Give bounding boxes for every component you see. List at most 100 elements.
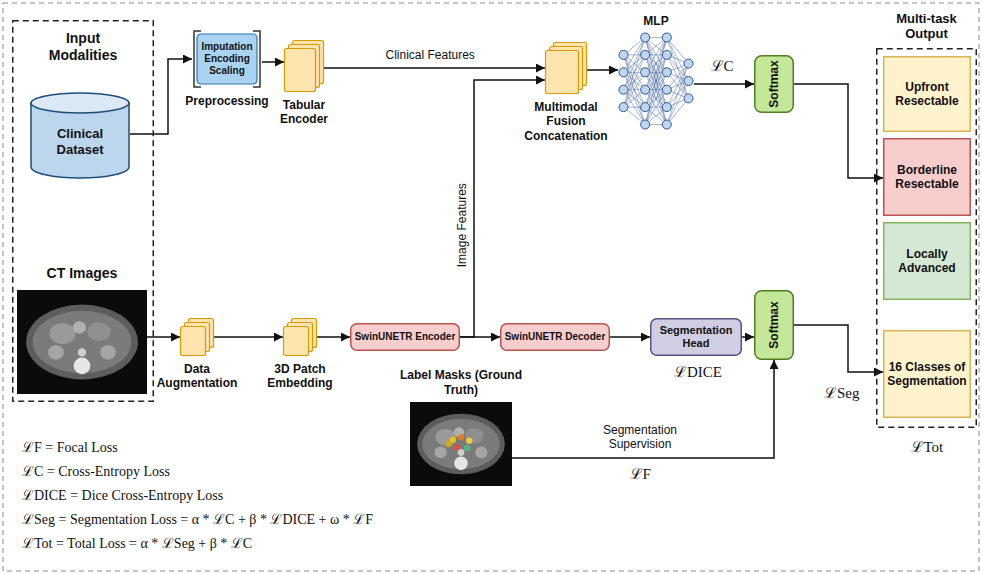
augmentation-icon: Data Augmentation: [180, 318, 214, 356]
ct-image-part: [87, 322, 110, 341]
label-mask-image-part: [410, 402, 512, 486]
fusion-icon-part: [546, 51, 579, 94]
class-box: 16 Classes of Segmentation: [883, 330, 971, 418]
label-mask-image-part: [454, 444, 460, 450]
connector-arrow: [147, 336, 180, 338]
mlp-network-part: [662, 68, 671, 77]
loss-symbol: ℒTot: [911, 438, 944, 456]
input-group: Clinical DatasetCT ImagesInput Modalitie…: [12, 20, 154, 402]
decoder-box-part: [501, 324, 610, 351]
clinical-dataset-cylinder-text: Clinical Dataset: [38, 126, 122, 157]
label-mask-image-part: [434, 447, 446, 459]
ct-image-part: [17, 290, 147, 394]
edge-label: Segmentation Supervision: [588, 423, 692, 452]
ct-image-part: [26, 305, 138, 380]
ct-image-part: [74, 358, 91, 375]
ct-image-part: [78, 348, 86, 356]
patch-embedding-icon-text: 3D Patch Embedding: [258, 362, 342, 391]
softmax-box-part: [755, 56, 794, 113]
ct-image: CT Images: [17, 290, 147, 394]
output-group: Upfront ResectableBorderline ResectableL…: [876, 48, 977, 428]
label-mask-image: Label Masks (Ground Truth): [410, 402, 512, 486]
connector-arrow: [460, 80, 545, 337]
label-mask-image-part: [475, 447, 487, 459]
mlp-network-part: [619, 103, 628, 112]
ct-image-part: [48, 345, 64, 360]
mlp-network-part: [624, 55, 646, 107]
edge-label: Clinical Features: [384, 48, 477, 62]
loss-definition: ℒDICE = Dice Cross-Entropy Loss: [22, 488, 223, 505]
label-mask-image-part: [417, 414, 505, 474]
mlp-network-part: [641, 120, 650, 129]
label-mask-image-part: [458, 434, 464, 440]
patch-embedding-icon: 3D Patch Embedding: [283, 318, 317, 356]
label-mask-image-part: [446, 441, 452, 447]
segmentation-head-box: Segmentation Head: [650, 318, 742, 356]
class-box: Upfront Resectable: [883, 56, 971, 132]
connector-arrow: [794, 325, 883, 372]
softmax-box: Softmax: [754, 290, 794, 360]
ct-image-part: [100, 345, 116, 360]
mlp-network-part: [662, 120, 671, 129]
mlp-network-part: [619, 85, 628, 94]
mlp-network-part: [684, 94, 693, 103]
label-mask-image-part: [464, 445, 470, 451]
input-group-part: [13, 21, 154, 402]
augmentation-icon-part: [181, 327, 206, 356]
mlp-network-part: [641, 103, 650, 112]
loss-definition: ℒF = Focal Loss: [22, 440, 118, 457]
mlp-network-shape: [618, 32, 694, 130]
class-box-part: [884, 223, 971, 300]
class-box-part: [884, 57, 971, 132]
label-mask-image-part: [466, 437, 472, 443]
encoder-box-part: [351, 324, 460, 351]
loss-definition: ℒC = Cross-Entropy Loss: [22, 464, 170, 481]
mlp-network-part: [662, 50, 671, 59]
class-box-text: Locally Advanced: [886, 247, 968, 276]
preprocessing-box-part: [197, 34, 257, 84]
loss-definition: ℒSeg = Segmentation Loss = α * ℒC + β * …: [22, 512, 373, 529]
fusion-icon-shape: [545, 42, 587, 94]
softmax-box-text: Softmax: [767, 301, 781, 348]
mlp-network-part: [619, 50, 628, 59]
decoder-box-text: SwinUNETR Decoder: [504, 331, 606, 343]
ct-image-part: [73, 321, 86, 333]
edge-label: Image Features: [455, 181, 469, 269]
augmentation-icon-text: Data Augmentation: [154, 362, 240, 391]
output-group-text: Multi-task Output: [877, 11, 977, 42]
mlp-network-part: [624, 55, 646, 107]
connector-arrow: [587, 69, 618, 71]
mlp-network-part: [684, 77, 693, 86]
mlp-network-part: [641, 68, 650, 77]
softmax-box-part: [755, 291, 794, 360]
loss-definition: ℒTot = Total Loss = α * ℒSeg + β * ℒC: [22, 536, 252, 553]
connector-arrow: [324, 67, 545, 69]
loss-symbol: ℒDICE: [674, 363, 722, 381]
tabular-encoder-icon-text: Tabular Encoder: [264, 98, 344, 127]
tabular-encoder-icon-shape: [284, 40, 324, 92]
class-box-part: [884, 139, 971, 216]
tabular-encoder-icon-part: [285, 49, 316, 92]
tabular-encoder-icon: Tabular Encoder: [284, 40, 324, 92]
connector-arrow: [694, 83, 754, 85]
connector-arrow: [130, 59, 192, 134]
mlp-network-part: [662, 103, 671, 112]
mlp-network-part: [684, 59, 693, 68]
mlp-network-part: [624, 38, 646, 90]
edge-label: ℒSeg: [822, 384, 862, 402]
connector-arrow: [794, 84, 883, 178]
preprocessing-box: Imputation Encoding ScalingPreprocessing: [192, 30, 262, 88]
mlp-network-part: [662, 33, 671, 42]
mlp-network-text: MLP: [626, 14, 686, 28]
segmentation-head-box-part: [651, 319, 742, 356]
label-mask-image-part: [465, 428, 483, 443]
clinical-dataset-cylinder-part: [31, 93, 129, 113]
segmentation-head-box-text: Segmentation Head: [654, 324, 738, 350]
mlp-network-part: [624, 72, 646, 124]
ct-image-text: CT Images: [17, 265, 147, 282]
loss-symbol: ℒF: [630, 465, 651, 483]
mlp-network-part: [645, 38, 667, 125]
mlp-network: MLP: [618, 32, 694, 130]
outer-frame: [3, 3, 979, 571]
connector-arrow: [317, 336, 350, 338]
